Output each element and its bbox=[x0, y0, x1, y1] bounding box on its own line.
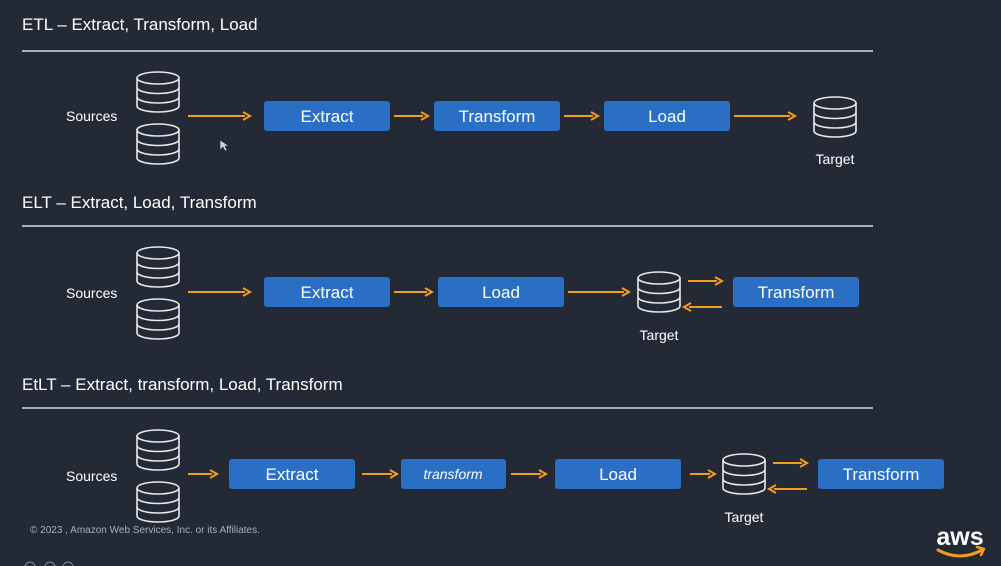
step-box-extract: Extract bbox=[264, 277, 390, 307]
sources-label: Sources bbox=[66, 285, 117, 301]
arrow-right-icon bbox=[568, 287, 632, 297]
database-icon bbox=[136, 71, 180, 113]
arrow-right-icon bbox=[734, 111, 798, 121]
step-label: Load bbox=[599, 465, 637, 484]
step-box-load: Load bbox=[555, 459, 681, 489]
aws-logo-text: aws bbox=[936, 523, 983, 551]
arrow-left-icon bbox=[681, 302, 722, 312]
arrow-right-icon bbox=[773, 458, 810, 468]
step-box-transform-small: transform bbox=[401, 459, 506, 489]
database-icon bbox=[722, 453, 766, 495]
copyright-footer: © 2023 , Amazon Web Services, Inc. or it… bbox=[30, 525, 260, 536]
step-box-load: Load bbox=[438, 277, 564, 307]
step-box-load: Load bbox=[604, 101, 730, 131]
step-label: Load bbox=[648, 107, 686, 126]
section-title-etlt: EtLT – Extract, transform, Load, Transfo… bbox=[22, 375, 343, 394]
target-label: Target bbox=[725, 509, 764, 525]
database-icon bbox=[136, 481, 180, 523]
step-box-transform: Transform bbox=[818, 459, 944, 489]
arrow-right-icon bbox=[188, 469, 220, 479]
step-box-transform: Transform bbox=[733, 277, 859, 307]
step-box-transform: Transform bbox=[434, 101, 560, 131]
arrow-right-icon bbox=[564, 111, 601, 121]
step-label: transform bbox=[423, 466, 482, 482]
step-label: Extract bbox=[266, 465, 319, 484]
database-icon bbox=[136, 429, 180, 471]
database-icon bbox=[136, 123, 180, 165]
toolbar-icons[interactable] bbox=[24, 561, 74, 566]
arrow-right-icon bbox=[394, 287, 435, 297]
section-title-elt: ELT – Extract, Load, Transform bbox=[22, 193, 257, 212]
step-box-extract: Extract bbox=[229, 459, 355, 489]
database-icon bbox=[136, 246, 180, 288]
database-icon bbox=[637, 271, 681, 313]
step-box-extract: Extract bbox=[264, 101, 390, 131]
arrow-right-icon bbox=[394, 111, 431, 121]
sources-label: Sources bbox=[66, 468, 117, 484]
step-label: Transform bbox=[459, 107, 536, 126]
arrow-right-icon bbox=[362, 469, 400, 479]
step-label: Extract bbox=[301, 107, 354, 126]
target-label: Target bbox=[816, 151, 855, 167]
arrow-left-icon bbox=[766, 484, 807, 494]
database-icon bbox=[813, 96, 857, 138]
mouse-cursor-icon bbox=[219, 139, 230, 152]
target-label: Target bbox=[640, 327, 679, 343]
aws-logo: aws bbox=[936, 523, 986, 558]
step-label: Transform bbox=[758, 283, 835, 302]
sources-label: Sources bbox=[66, 108, 117, 124]
arrow-right-icon bbox=[188, 111, 253, 121]
step-label: Transform bbox=[843, 465, 920, 484]
arrow-right-icon bbox=[188, 287, 253, 297]
arrow-right-icon bbox=[690, 469, 718, 479]
aws-smile-icon bbox=[936, 548, 984, 558]
step-label: Load bbox=[482, 283, 520, 302]
step-label: Extract bbox=[301, 283, 354, 302]
arrow-right-icon bbox=[688, 276, 725, 286]
section-title-etl: ETL – Extract, Transform, Load bbox=[22, 15, 258, 34]
arrow-right-icon bbox=[511, 469, 549, 479]
database-icon bbox=[136, 298, 180, 340]
